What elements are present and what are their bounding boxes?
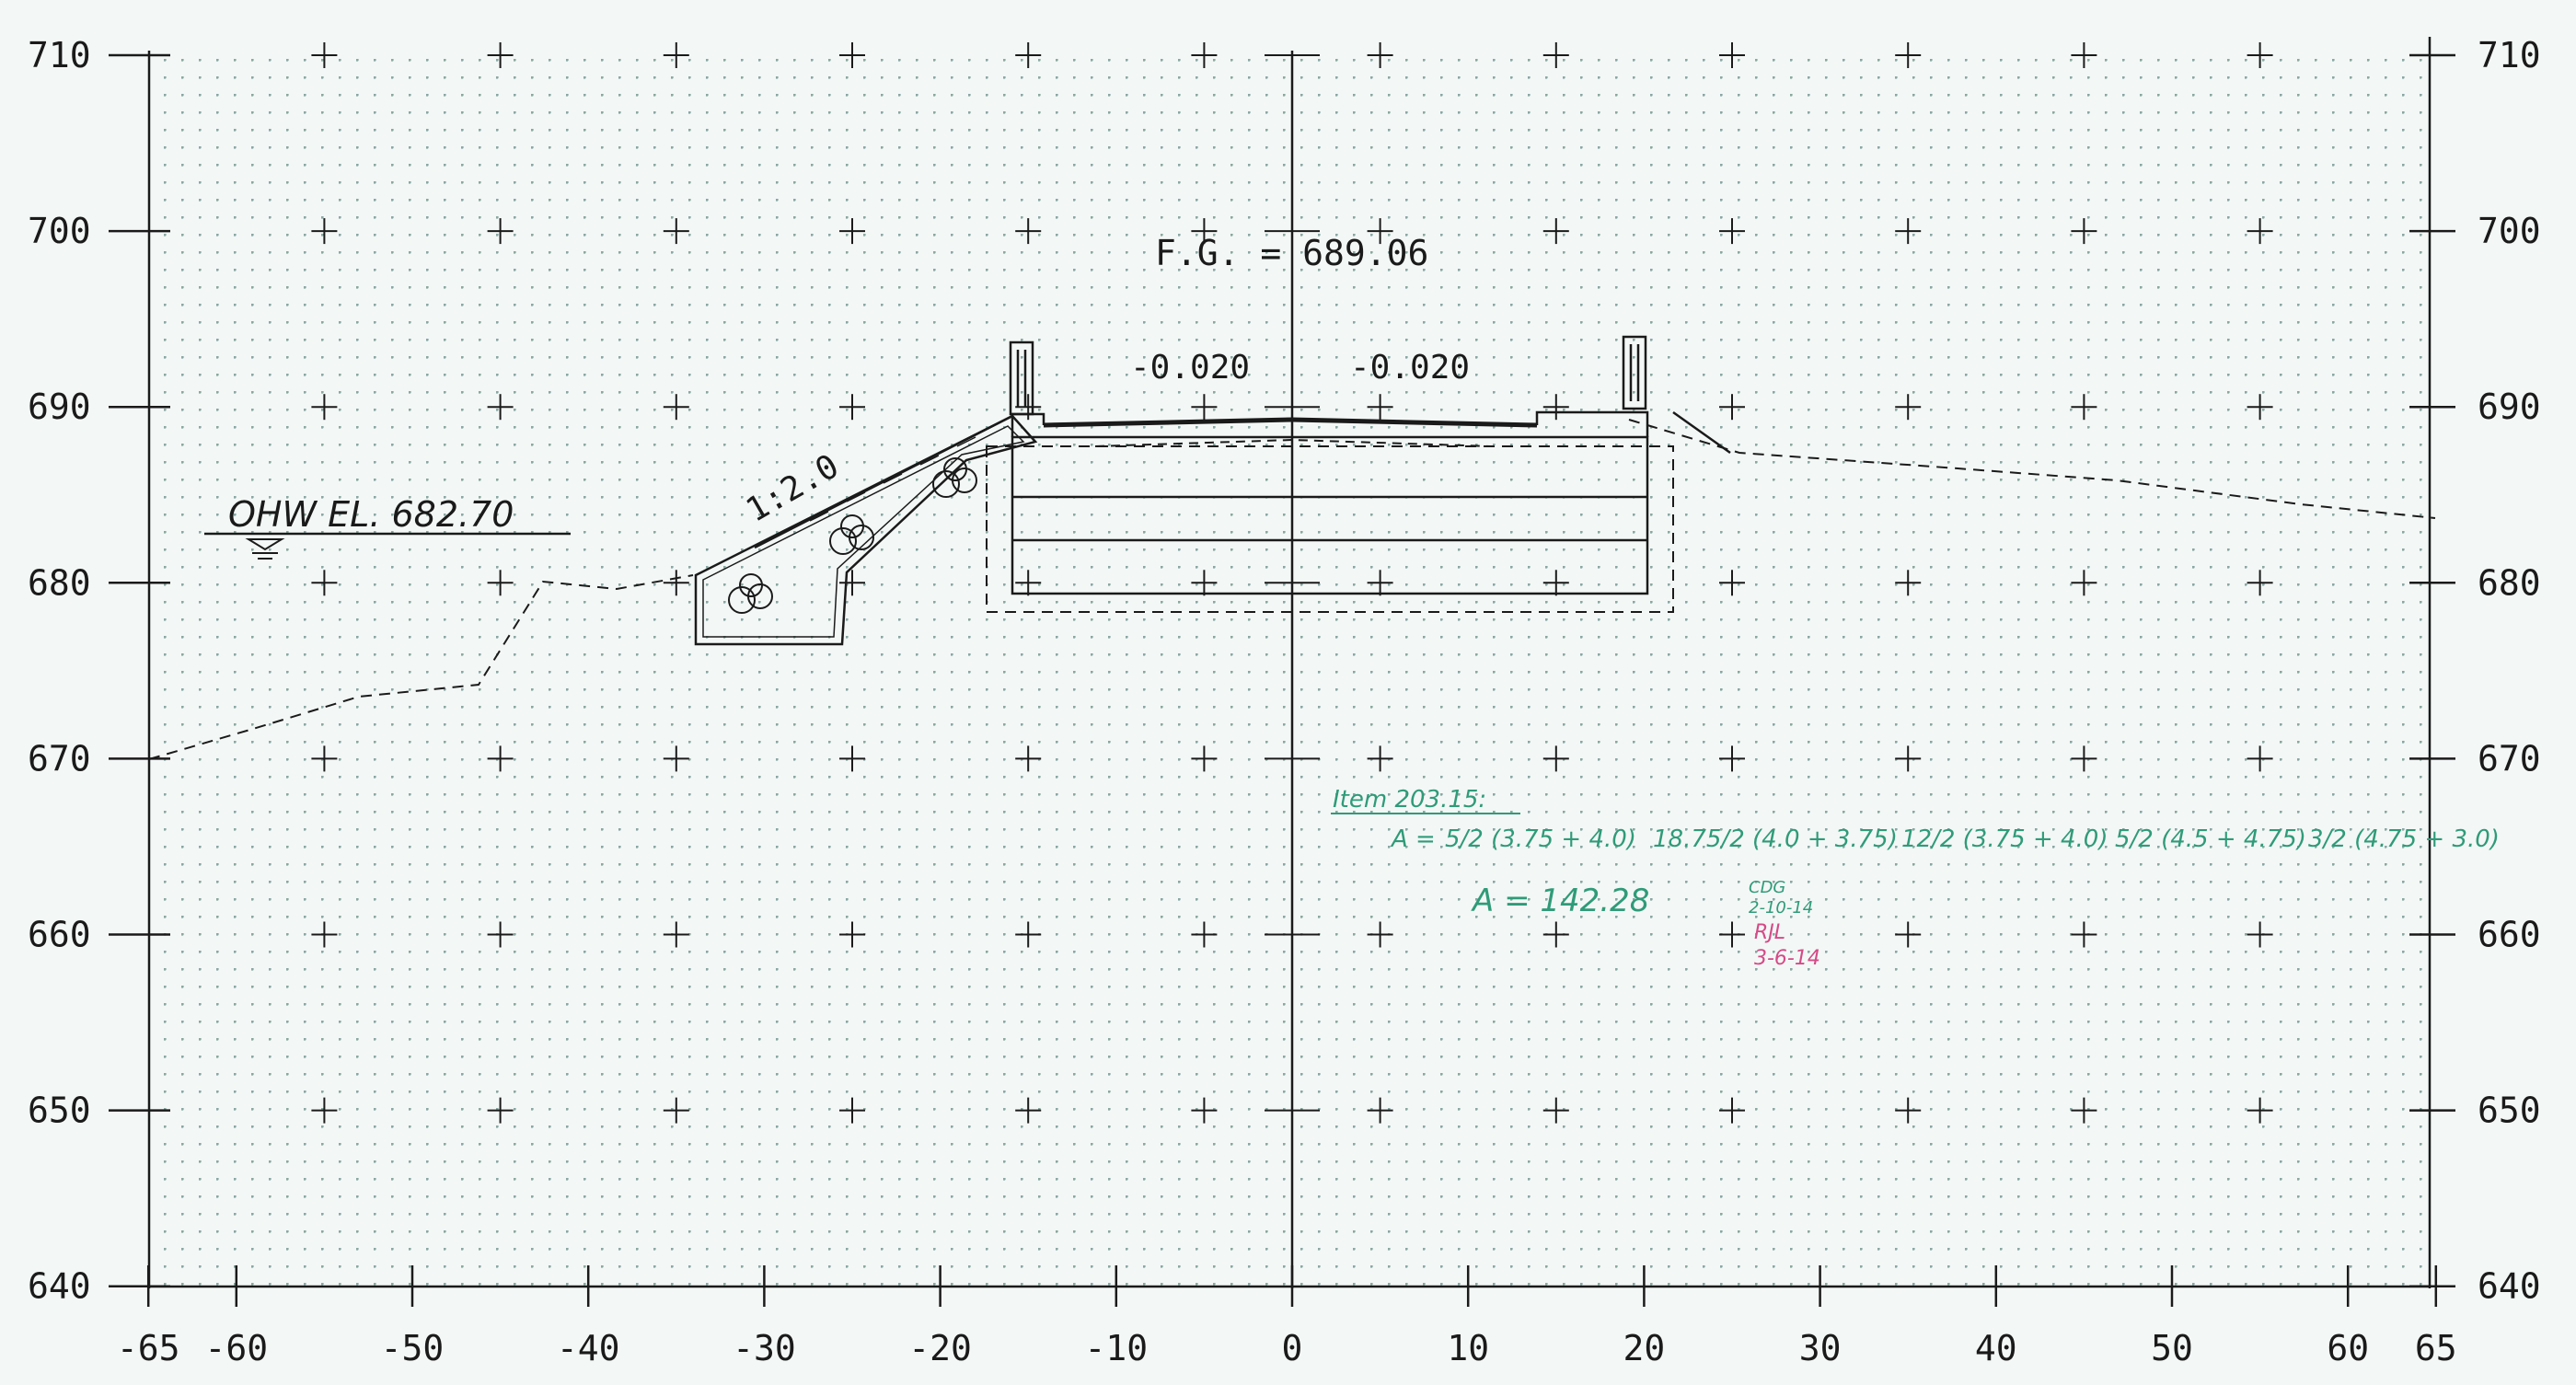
y-label-right: 640 — [2478, 1266, 2541, 1307]
y-label-left: 680 — [28, 562, 91, 603]
x-label: 0 — [1282, 1328, 1303, 1368]
x-label: -30 — [733, 1328, 796, 1368]
x-label: 40 — [1975, 1328, 2017, 1368]
x-tick-marks — [146, 1265, 2438, 1307]
y-label-left: 660 — [28, 915, 91, 955]
pavement-surface — [1291, 417, 1538, 428]
roadway-section — [986, 410, 1674, 613]
y-label-left: 650 — [28, 1091, 91, 1131]
result-note: A = 142.28 — [1471, 883, 1649, 919]
formula-term: 5/2 (4.5 + 4.75) — [2115, 825, 2306, 853]
riprap-outline — [694, 414, 1038, 646]
ohw-label: OHW EL. 682.70 — [228, 494, 514, 535]
subgrade-dashed — [1094, 438, 1492, 447]
x-label: -40 — [557, 1328, 620, 1368]
barrier-right — [1622, 335, 1647, 410]
excavation-limit — [986, 445, 1674, 613]
y-label-right: 650 — [2478, 1091, 2541, 1131]
y-label-left: 640 — [28, 1266, 91, 1307]
riprap-slope-protection — [694, 414, 1038, 646]
axes — [147, 37, 2432, 1288]
y-label-left: 690 — [28, 387, 91, 427]
y-label-right: 710 — [2478, 35, 2541, 75]
x-label: -20 — [908, 1328, 972, 1368]
y-label-right: 660 — [2478, 915, 2541, 955]
finished-grade-label: F.G. = 689.06 — [1155, 233, 1428, 273]
y-axis-labels-left: 710 700 690 680 670 660 650 640 — [28, 35, 91, 1307]
x-label: -65 — [117, 1328, 180, 1368]
embankment-surface — [754, 414, 1013, 549]
pavement-surface — [1043, 417, 1293, 428]
y-label-left: 700 — [28, 211, 91, 251]
y-label-left: 710 — [28, 35, 91, 75]
x-label: 10 — [1447, 1328, 1489, 1368]
y-label-right: 680 — [2478, 562, 2541, 603]
slope-label-left: -0.020 — [1130, 349, 1250, 387]
x-label: 65 — [2415, 1328, 2457, 1368]
slope-label-right: -0.020 — [1350, 349, 1470, 387]
x-label: 20 — [1623, 1328, 1666, 1368]
y-label-right: 670 — [2478, 738, 2541, 779]
y-tick-marks — [109, 53, 2455, 1287]
review-initials: RJL — [1754, 921, 1785, 944]
grid-crosses — [311, 42, 2273, 1124]
formula-prefix: A = — [1390, 825, 1436, 853]
formula-term: 18.75/2 (4.0 + 3.75) — [1653, 825, 1898, 853]
x-label: -50 — [381, 1328, 445, 1368]
riprap-inner-outline — [702, 425, 1025, 638]
formula-term: 5/2 (3.75 + 4.0) — [1445, 825, 1636, 853]
barrier-left — [1009, 340, 1034, 416]
x-label: -10 — [1084, 1328, 1148, 1368]
riprap-hatch — [772, 436, 976, 539]
y-label-right: 700 — [2478, 211, 2541, 251]
formula-term: 3/2 (4.75 + 3.0) — [2308, 825, 2500, 853]
curb-right — [1535, 410, 1649, 437]
fill-slope-right — [1672, 410, 1731, 455]
x-label: 30 — [1799, 1328, 1842, 1368]
x-label: 60 — [2327, 1328, 2369, 1368]
water-level-symbol — [245, 538, 285, 560]
y-axis-labels-right: 710 700 690 680 670 660 650 640 — [2478, 35, 2541, 1307]
x-label: 50 — [2151, 1328, 2193, 1368]
ohw-annotation: OHW EL. 682.70 — [204, 494, 571, 560]
base-course — [1011, 435, 1649, 595]
y-label-right: 690 — [2478, 387, 2541, 427]
check-date: 2-10-14 — [1749, 898, 1813, 918]
handwritten-notes: Item 203.15: A = 5/2 (3.75 + 4.0) 18.75/… — [1331, 786, 2500, 970]
item-note: Item 203.15: — [1333, 786, 1486, 814]
rock-symbol — [728, 457, 977, 614]
x-axis-labels: -65 -60 -50 -40 -30 -20 -10 0 10 20 30 4… — [117, 1328, 2457, 1368]
formula-term: 12/2 (3.75 + 4.0) — [1901, 825, 2108, 853]
x-label: -60 — [204, 1328, 268, 1368]
y-label-left: 670 — [28, 738, 91, 779]
review-date: 3-6-14 — [1754, 947, 1820, 970]
check-initials: CDG — [1749, 878, 1785, 897]
existing-ground-left — [148, 574, 694, 760]
